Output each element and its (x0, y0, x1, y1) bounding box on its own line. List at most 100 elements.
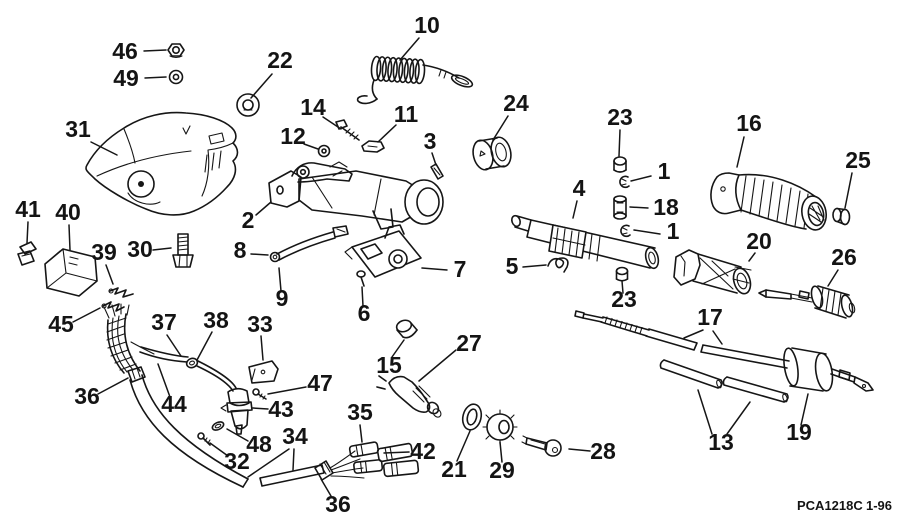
callout-33: 33 (247, 311, 273, 337)
plate-issue-date: 1-96 (866, 498, 892, 513)
part-43-switch-drawing (220, 387, 253, 435)
part-21-o-ring-drawing (461, 403, 483, 431)
plate-code: PCA1218C 1-96 (797, 498, 892, 513)
part-44-harness-bundle-drawing (103, 303, 146, 383)
part-36-cable-drawing (129, 374, 249, 488)
leader-46 (143, 49, 167, 52)
part-10-spring-lanyard-drawing (356, 55, 474, 105)
part-3-pin-drawing (430, 163, 444, 180)
callout-42: 42 (410, 438, 436, 464)
leader-4 (572, 200, 578, 219)
callout-34: 34 (282, 423, 308, 449)
callout-31: 31 (65, 116, 91, 142)
part-11-clip-drawing (361, 140, 385, 153)
callout-41: 41 (15, 196, 41, 222)
leader-2 (255, 201, 272, 216)
part-47-screw-drawing (252, 388, 267, 400)
leader-14 (322, 116, 342, 130)
callout-25: 25 (845, 147, 871, 173)
part-7-bracket-plate-drawing (344, 224, 422, 278)
part-1-lower-clip-drawing (620, 224, 631, 238)
callout-20: 20 (746, 228, 772, 254)
part-13-sleeve-tubes-drawing (659, 359, 789, 403)
part-25-cap-nut-drawing (832, 207, 851, 226)
leader-10 (399, 37, 420, 61)
callout-13: 13 (708, 429, 734, 455)
part-8-link-rod-drawing (269, 225, 349, 263)
leader-29 (499, 441, 503, 463)
leader-30 (152, 247, 172, 251)
part-34-sleeve-drawing (259, 464, 325, 487)
wire-connector-cluster-drawing (314, 441, 420, 481)
callout-15: 15 (376, 352, 402, 378)
callout-32: 32 (224, 448, 250, 474)
leader-45 (72, 307, 101, 323)
part-2-tiller-arm-drawing (268, 161, 444, 230)
callout-1-lower: 1 (667, 218, 680, 244)
callout-1-upper: 1 (658, 158, 671, 184)
leader-35 (359, 424, 363, 443)
callout-45: 45 (48, 311, 74, 337)
callout-9: 9 (276, 285, 289, 311)
leader-6 (361, 286, 364, 307)
leader-9 (278, 267, 282, 292)
leader-15 (391, 339, 405, 358)
callout-36-left: 36 (74, 383, 100, 409)
leader-34-b (292, 448, 295, 471)
part-24-cap-drawing (472, 136, 512, 171)
callout-17: 17 (697, 304, 723, 330)
leader-28 (568, 448, 591, 452)
callout-49: 49 (113, 65, 139, 91)
plate-code-number: PCA1218C (797, 498, 863, 513)
leader-25 (844, 172, 853, 209)
part-37-wire-drawing (130, 341, 237, 392)
callout-29: 29 (489, 457, 515, 483)
callout-30: 30 (127, 236, 153, 262)
callout-4: 4 (573, 175, 586, 201)
leader-42 (383, 451, 410, 454)
callout-36-right: 36 (325, 491, 351, 517)
part-18-spacer-drawing (613, 195, 627, 220)
callout-39: 39 (91, 239, 117, 265)
callout-12: 12 (280, 123, 306, 149)
leader-38 (196, 331, 213, 361)
leader-13-a (697, 389, 713, 435)
leader-39 (105, 264, 114, 285)
leader-11 (377, 124, 397, 143)
part-drawings (17, 43, 874, 488)
leader-19 (800, 393, 809, 426)
leader-12 (303, 143, 319, 150)
leader-44 (157, 363, 171, 398)
callout-8: 8 (234, 237, 247, 263)
part-17-cable-rear-drawing (700, 344, 790, 369)
leader-16 (736, 136, 745, 168)
leader-17-a (683, 329, 704, 339)
part-16-grip-drawing (710, 172, 827, 231)
part-31-cover-drawing (85, 111, 239, 216)
part-19-barrel-drawing (783, 347, 874, 392)
leader-22 (250, 73, 273, 99)
part-15-bushing-drawing (395, 319, 418, 339)
leader-37 (166, 334, 182, 357)
part-29-knurled-nut-drawing (482, 409, 518, 445)
leader-3 (431, 152, 437, 166)
part-39-cotter-pin-drawing (108, 287, 134, 298)
callout-48: 48 (246, 431, 272, 457)
part-38-ring-drawing (185, 357, 199, 369)
callout-43: 43 (268, 396, 294, 422)
callout-14: 14 (300, 94, 326, 120)
leader-49 (144, 76, 167, 79)
part-4-throttle-shaft-drawing (510, 214, 660, 270)
part-30-bolt-drawing (172, 233, 194, 268)
leader-36-a (97, 377, 129, 395)
leader-33 (260, 335, 264, 361)
part-14-screw-drawing (335, 119, 360, 141)
callout-47: 47 (307, 370, 333, 396)
callout-19: 19 (786, 419, 812, 445)
callout-3: 3 (424, 128, 437, 154)
callout-5: 5 (506, 253, 519, 279)
callout-22: 22 (267, 47, 293, 73)
part-1-upper-clip-drawing (619, 175, 630, 189)
part-20-throttle-insert-drawing (673, 249, 752, 295)
